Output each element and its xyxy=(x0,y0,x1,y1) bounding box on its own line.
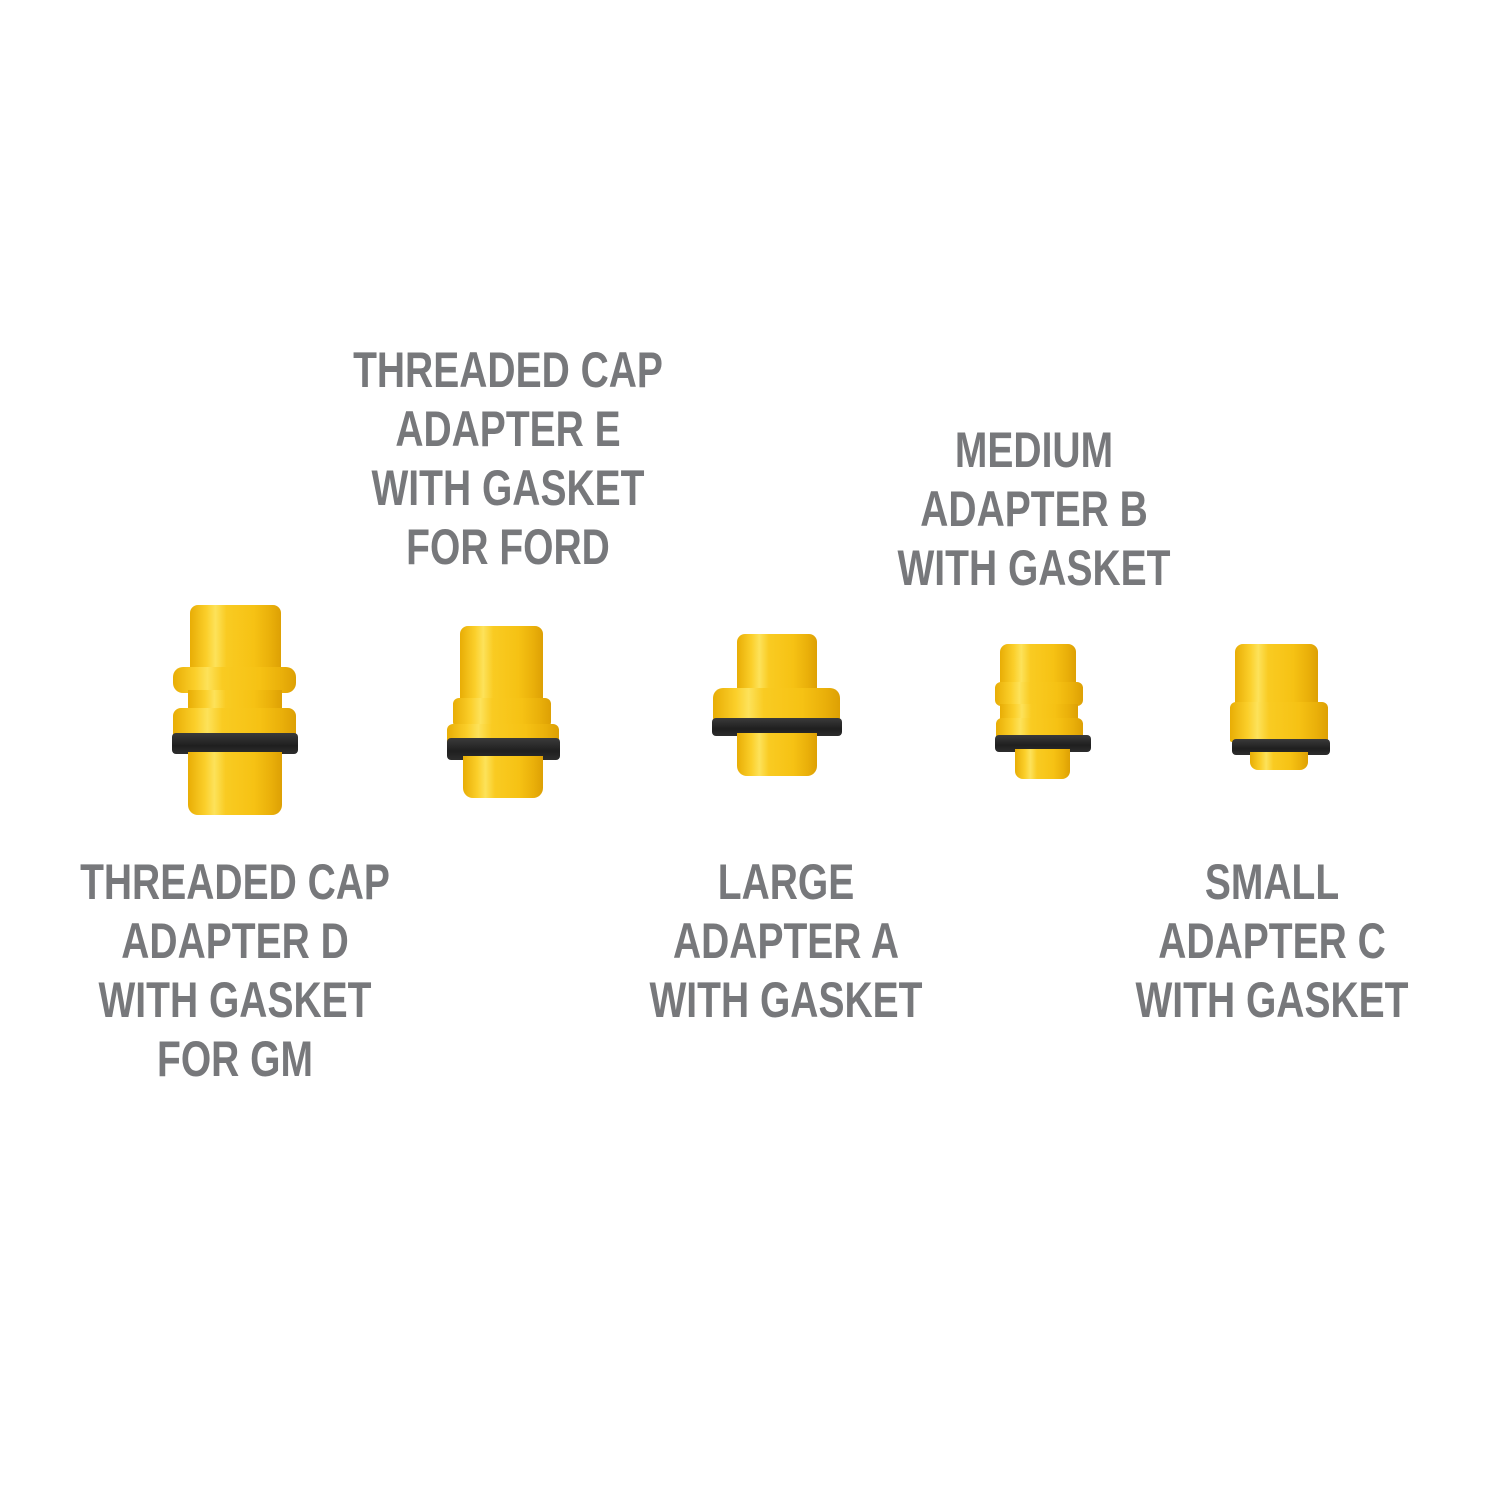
label-adapter-a: LARGE ADAPTER A WITH GASKET xyxy=(630,853,942,1030)
label-line: FOR GM xyxy=(157,1031,313,1087)
label-line: WITH GASKET xyxy=(1135,972,1409,1028)
label-adapter-b: MEDIUM ADAPTER B WITH GASKET xyxy=(878,421,1190,598)
label-line: LARGE xyxy=(717,854,855,910)
label-adapter-e: THREADED CAP ADAPTER E WITH GASKET FOR F… xyxy=(352,341,664,577)
label-line: ADAPTER E xyxy=(395,401,621,457)
label-adapter-c: SMALL ADAPTER C WITH GASKET xyxy=(1116,853,1428,1030)
label-line: ADAPTER A xyxy=(672,913,900,969)
label-line: THREADED CAP xyxy=(353,342,663,398)
label-line: WITH GASKET xyxy=(371,460,645,516)
label-line: SMALL xyxy=(1204,854,1340,910)
label-line: FOR FORD xyxy=(406,519,610,575)
label-line: MEDIUM xyxy=(954,422,1114,478)
label-line: WITH GASKET xyxy=(897,540,1171,596)
label-line: ADAPTER C xyxy=(1158,913,1386,969)
label-line: WITH GASKET xyxy=(98,972,372,1028)
label-line: THREADED CAP xyxy=(80,854,390,910)
label-line: WITH GASKET xyxy=(649,972,923,1028)
label-line: ADAPTER B xyxy=(920,481,1148,537)
label-line: ADAPTER D xyxy=(121,913,349,969)
label-adapter-d: THREADED CAP ADAPTER D WITH GASKET FOR G… xyxy=(79,853,391,1089)
